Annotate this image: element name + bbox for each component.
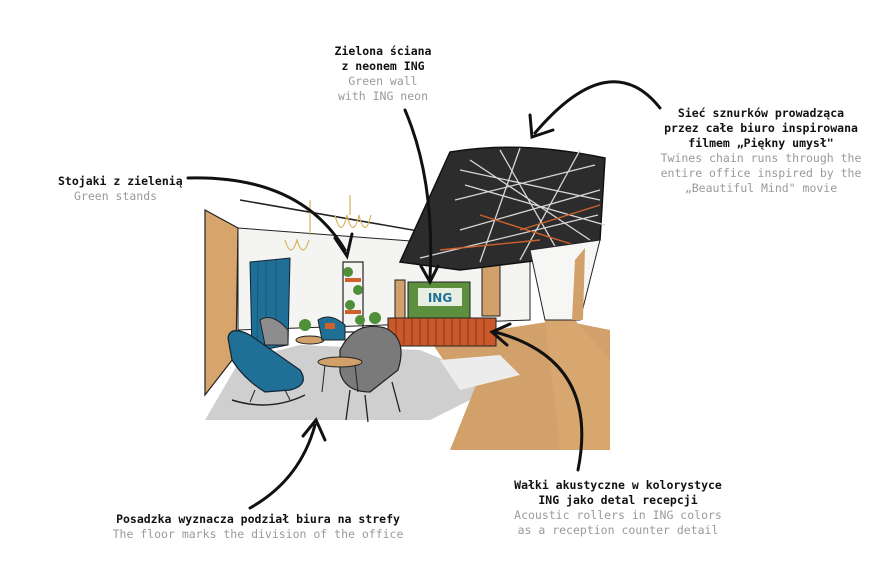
label-en: as a reception counter detail [517, 523, 719, 537]
green-stands-annotation: Stojaki z zielenią Green stands [58, 174, 183, 204]
floor-wood-corridor [545, 320, 610, 450]
label-en: with ING neon [337, 89, 428, 103]
label-en: Acoustic rollers in ING colors [514, 508, 722, 522]
label-en: entire office inspired by the [660, 166, 862, 180]
corridor [529, 239, 601, 321]
twines-annotation: Sieć sznurków prowadząca przez całe biur… [648, 106, 874, 196]
coffee-table [317, 356, 363, 368]
arrow-green-wall [403, 108, 433, 280]
floor-annotation: Posadzka wyznacza podział biura na stref… [98, 512, 418, 542]
plants [299, 267, 381, 331]
label-pl: Sieć sznurków prowadząca [677, 106, 845, 120]
neon-sign-bg [418, 288, 462, 306]
corridor-wood [572, 248, 585, 320]
label-pl: przez całe biuro inspirowana [664, 121, 858, 135]
label-en: Green stands [74, 189, 158, 203]
grey-chair-small [259, 317, 289, 346]
grey-chair [339, 325, 402, 393]
left-wall-wood [204, 208, 239, 397]
arrow-twines [533, 80, 662, 135]
side-table [295, 335, 325, 345]
blue-chair [227, 330, 304, 393]
label-pl: Zielona ściana [334, 44, 432, 58]
label-en: The floor marks the division of the offi… [112, 527, 404, 541]
arrow-green-stands [186, 176, 347, 252]
label-pl: filmem „Piękny umysł" [688, 136, 834, 150]
neon-sign: ING [428, 291, 452, 305]
label-en: Green wall [348, 74, 418, 88]
rocker [231, 394, 306, 406]
label-pl: Wałki akustyczne w kolorystyce [514, 478, 722, 492]
arrow-rollers [493, 330, 584, 472]
arrow-floor [248, 423, 317, 510]
rollers-annotation: Wałki akustyczne w kolorystyce ING jako … [500, 478, 736, 538]
acoustic-rollers [395, 318, 485, 346]
label-pl: ING jako detal recepcji [538, 493, 698, 507]
label-pl: Stojaki z zielenią [58, 174, 183, 188]
label-pl: z neonem ING [341, 59, 425, 73]
pendant-lamps [284, 195, 372, 251]
green-stand [342, 261, 364, 333]
floor-grey-light [440, 355, 520, 390]
annotation-arrows [186, 80, 662, 510]
label-en: „Beautiful Mind" movie [684, 181, 838, 195]
green-wall-annotation: Zielona ściana z neonem ING Green wall w… [318, 44, 448, 104]
label-en: Twines chain runs through the [660, 151, 862, 165]
label-pl: Posadzka wyznacza podział biura na stref… [116, 512, 400, 526]
wall-panel-wood-2 [394, 279, 406, 321]
